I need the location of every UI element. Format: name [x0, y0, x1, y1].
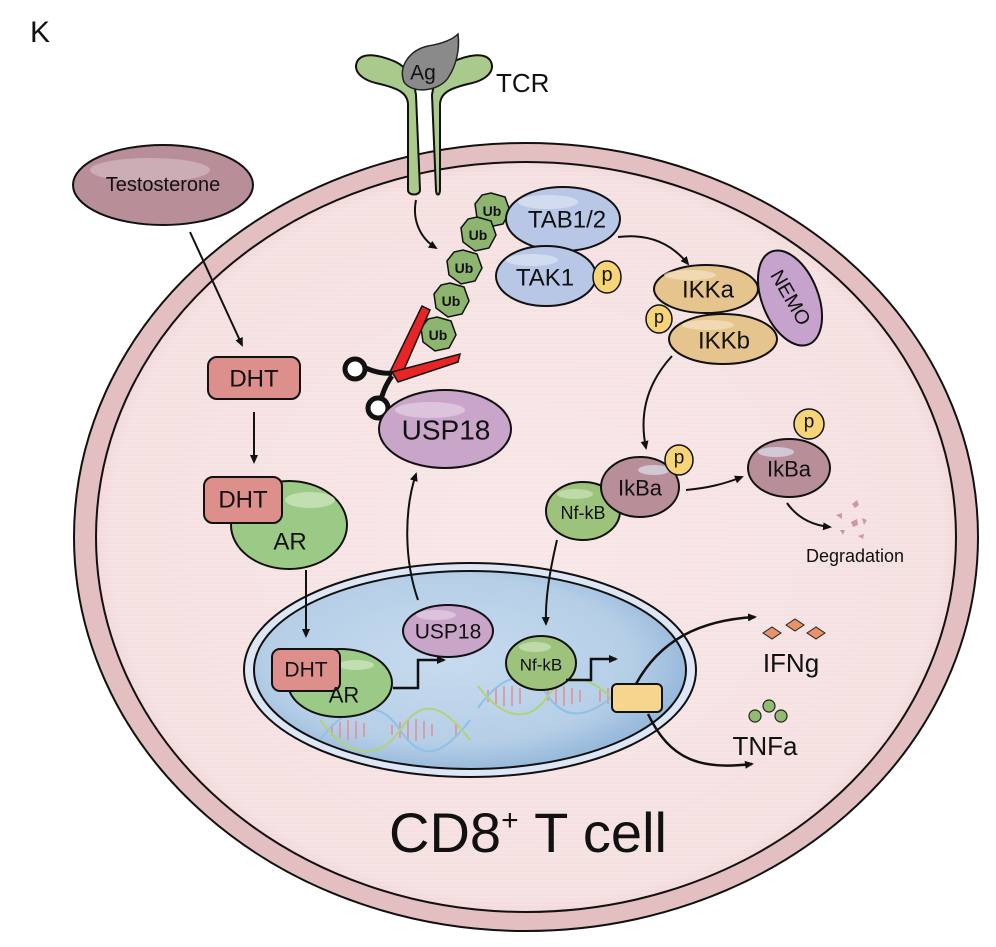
- ikba-free-label: IkBa: [767, 457, 812, 482]
- nuclear-dht-ar: DHT AR: [271, 648, 393, 718]
- arrow-ikba-release: [685, 475, 744, 491]
- nucleus: [253, 570, 687, 770]
- dht-label: DHT: [229, 366, 279, 393]
- target-gene-box: [611, 683, 663, 713]
- dht-ar-complex: DHT AR: [203, 476, 348, 570]
- arrow-testosterone-to-dht: [189, 231, 243, 347]
- testosterone: Testosterone: [72, 144, 254, 226]
- svg-text:Ub: Ub: [442, 293, 461, 309]
- nuclear-nfkb: Nf-kB: [505, 635, 577, 691]
- ub-4: Ub: [433, 282, 470, 318]
- scissors-icon: [342, 304, 462, 421]
- nemo: NEMO: [756, 249, 824, 347]
- cell-label-main: CD8: [389, 801, 501, 864]
- arrow-nfkb-to-nucleus: [541, 539, 558, 626]
- antigen-label: Ag: [410, 62, 436, 85]
- nfkb-cyto-label: Nf-kB: [561, 503, 606, 523]
- nuclear-ar-label: AR: [329, 683, 360, 708]
- svg-text:Ub: Ub: [483, 203, 502, 219]
- arrow-to-ifng: [634, 613, 757, 685]
- ifng-molecules-icon: [762, 618, 826, 640]
- testosterone-label: Testosterone: [106, 174, 221, 196]
- usp18-cytoplasmic: USP18: [378, 389, 512, 469]
- tcr-label: TCR: [496, 68, 549, 98]
- ub-5: Ub: [420, 316, 457, 352]
- arrow-ikba-degradation: [786, 502, 832, 531]
- nuclear-dht-label: DHT: [284, 659, 327, 682]
- complex-dht-label: DHT: [218, 487, 268, 514]
- svg-text:p: p: [601, 264, 612, 286]
- nuclear-nfkb-label: Nf-kB: [520, 656, 563, 675]
- tak1-phospho: p: [592, 260, 622, 294]
- cell-label-rest: T cell: [519, 801, 667, 864]
- cell-label-superscript: +: [501, 804, 519, 837]
- ikka-label: IKKa: [682, 277, 735, 304]
- arrow-ar-transcription: [393, 656, 446, 690]
- nuclear-usp18: USP18: [402, 604, 494, 658]
- ikba-free-phospho: p: [793, 408, 825, 440]
- arrow-tcr-to-ub: [414, 199, 438, 250]
- arrow-tab-to-ikk: [617, 235, 690, 266]
- ikkb: IKKb: [668, 313, 778, 365]
- arrow-to-tnfa: [646, 713, 754, 769]
- degradation-label: Degradation: [806, 546, 904, 566]
- ikba-bound-label: IkBa: [618, 476, 663, 501]
- svg-text:Ub: Ub: [469, 227, 488, 243]
- ifng-label: IFNg: [763, 648, 819, 678]
- usp18-cyto-label: USP18: [402, 415, 491, 446]
- ub-2: Ub: [460, 216, 497, 252]
- ikba-bound-phospho: p: [664, 444, 694, 476]
- ikba-free: IkBa: [747, 438, 831, 498]
- ikba-bound: IkBa: [600, 456, 680, 518]
- svg-text:Ub: Ub: [455, 260, 474, 276]
- tak1-label: TAK1: [516, 265, 574, 292]
- tak1: TAK1: [495, 245, 597, 307]
- tcr-receptor: Ag: [355, 32, 493, 196]
- cell-type-label: CD8+ T cell: [389, 801, 667, 864]
- arrow-ikk-to-ikba: [640, 355, 673, 450]
- nuclear-usp18-label: USP18: [415, 621, 482, 644]
- svg-text:Ub: Ub: [429, 327, 448, 343]
- degradation-fragments-icon: [836, 500, 867, 539]
- arrow-usp18-export: [406, 472, 419, 601]
- nfkb-cytoplasmic: Nf-kB: [545, 481, 621, 541]
- ikka: IKKa: [653, 264, 759, 314]
- tnfa-molecules-icon: [748, 699, 788, 723]
- tab12-label: TAB1/2: [528, 207, 606, 234]
- tab12: TAB1/2: [505, 186, 621, 252]
- svg-text:p: p: [674, 448, 685, 469]
- dna-nfkb-target: [477, 676, 621, 716]
- ikkb-label: IKKb: [698, 328, 750, 355]
- svg-text:p: p: [804, 412, 815, 433]
- ikkb-phospho: p: [645, 304, 673, 334]
- complex-ar-label: AR: [273, 529, 306, 556]
- dht-box: DHT: [207, 356, 301, 400]
- antigen-shape: [401, 32, 460, 91]
- arrow-nfkb-transcription: [566, 655, 618, 682]
- ub-3: Ub: [446, 249, 483, 285]
- tnfa-label: TNFa: [733, 731, 799, 761]
- svg-text:p: p: [654, 307, 664, 327]
- ubiquitin-chain: Ub Ub Ub Ub Ub: [420, 192, 511, 352]
- panel-label: K: [30, 16, 50, 49]
